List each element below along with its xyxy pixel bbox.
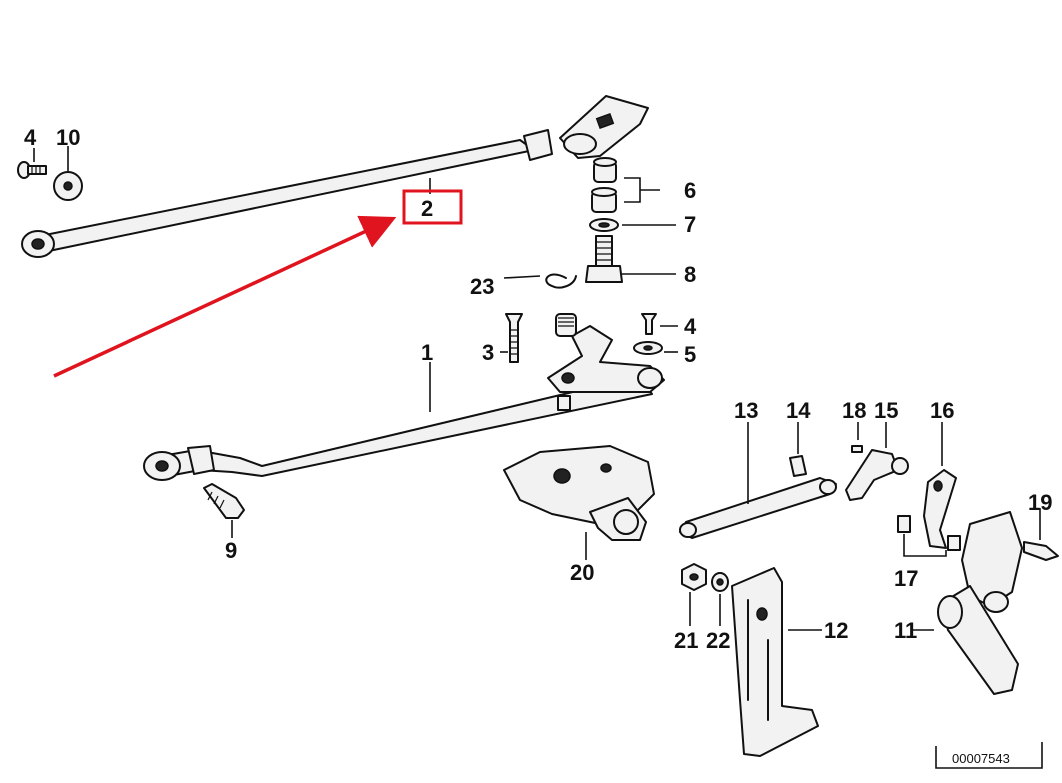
label-6: 6 <box>684 178 696 203</box>
label-22: 22 <box>706 628 730 653</box>
label-11: 11 <box>894 618 917 643</box>
label-5: 5 <box>684 342 696 367</box>
actuator-20 <box>503 445 655 541</box>
label-14: 14 <box>786 398 811 423</box>
reference-box: 00007543 <box>935 742 1043 769</box>
label-17: 17 <box>894 566 918 591</box>
bolt-9 <box>203 483 245 519</box>
wiper-motor-11 <box>937 511 1023 695</box>
label-20: 20 <box>570 560 594 585</box>
label-4-right: 4 <box>684 314 697 339</box>
label-7: 7 <box>684 212 696 237</box>
bolt-19 <box>1023 541 1059 561</box>
label-21: 21 <box>674 628 698 653</box>
label-1: 1 <box>421 340 433 365</box>
label-4-upper: 4 <box>24 125 37 150</box>
circlip-23 <box>545 273 577 289</box>
label-18: 18 <box>842 398 866 423</box>
highlight-arrow <box>53 215 397 378</box>
lower-rod-with-lever <box>143 313 665 481</box>
mounting-bracket-12 <box>731 567 819 757</box>
link-rod-13 <box>679 477 837 539</box>
callout-labels: 1 2 3 4 10 6 7 8 23 4 5 9 20 13 14 18 15… <box>24 125 1052 653</box>
screw-18-and-lever-15 <box>845 445 909 501</box>
label-23: 23 <box>470 274 494 299</box>
label-15: 15 <box>874 398 898 423</box>
label-16: 16 <box>930 398 954 423</box>
bracket-16-and-clips-17 <box>897 469 961 551</box>
label-10: 10 <box>56 125 80 150</box>
nut-and-washer <box>681 563 729 592</box>
upper-push-rod <box>21 95 649 258</box>
label-19: 19 <box>1028 490 1052 515</box>
reference-number: 00007543 <box>952 751 1010 766</box>
bushings-and-bolt <box>585 157 623 283</box>
label-12: 12 <box>824 618 848 643</box>
label-8: 8 <box>684 262 696 287</box>
label-3: 3 <box>482 340 494 365</box>
leader-lines <box>33 146 1041 631</box>
clip-14 <box>789 455 807 477</box>
screws-and-washer <box>505 313 663 363</box>
screw-and-washer-upper-left <box>17 161 83 201</box>
highlight-box <box>402 189 463 225</box>
label-13: 13 <box>734 398 758 423</box>
label-9: 9 <box>225 538 237 563</box>
label-2: 2 <box>421 196 433 221</box>
